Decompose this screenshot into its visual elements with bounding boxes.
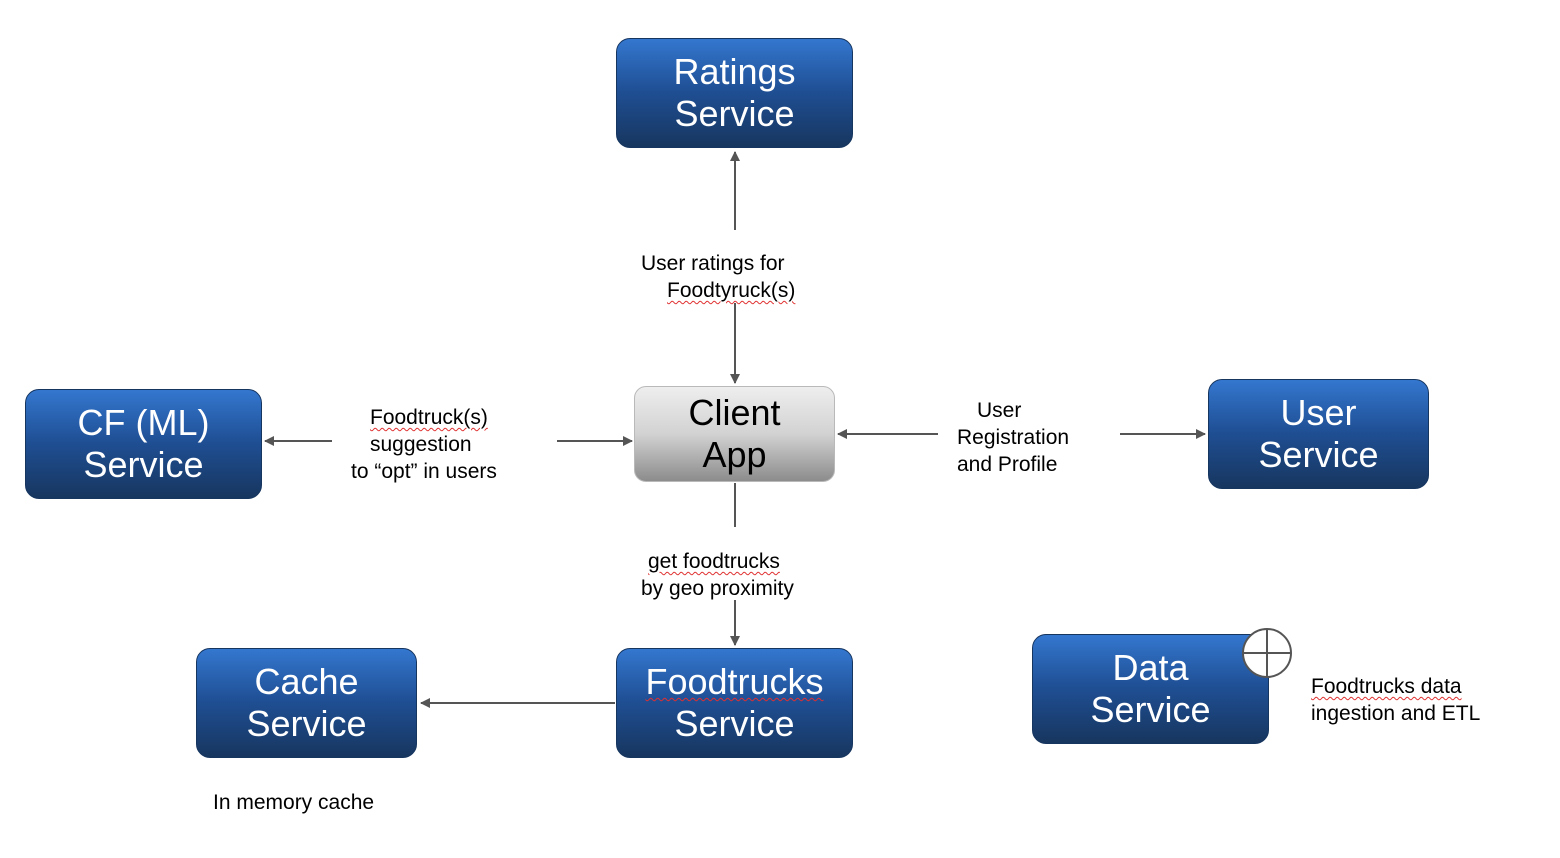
data-service-node[interactable]: Data Service: [1032, 634, 1269, 744]
crosshair-circle-icon: [1242, 628, 1292, 678]
data-annotation-line2: ingestion and ETL: [1311, 702, 1481, 725]
edge-label-foodtrucks-line1-text: get foodtrucks: [648, 550, 780, 573]
foodtrucks-service-node[interactable]: Foodtrucks Service: [616, 648, 853, 758]
ratings-service-line2: Service: [674, 93, 795, 134]
foodtrucks-service-line1: Foodtrucks: [645, 661, 824, 702]
client-app-node[interactable]: Client App: [634, 386, 835, 482]
edge-label-user-line3: and Profile: [957, 453, 1058, 476]
edge-label-ratings-line1: User ratings for: [641, 252, 785, 275]
edge-label-foodtrucks-line2: by geo proximity: [641, 577, 794, 600]
edge-label-cf-line3: to “opt” in users: [351, 460, 497, 483]
edge-label-ratings: User ratings for Foodtyruck(s): [641, 250, 795, 304]
edge-label-foodtrucks: get foodtrucks by geo proximity: [641, 548, 794, 602]
cache-service-line2: Service: [246, 703, 367, 744]
data-service-line1: Data: [1112, 647, 1189, 688]
ratings-service-node[interactable]: Ratings Service: [616, 38, 853, 148]
data-annotation-line1: Foodtrucks data: [1311, 675, 1462, 698]
cf-service-line1: CF (ML): [77, 402, 210, 443]
ratings-service-line1: Ratings: [673, 51, 796, 92]
data-annotation: Foodtrucks data ingestion and ETL: [1311, 673, 1480, 727]
edge-label-user: User Registration and Profile: [957, 397, 1069, 478]
edge-label-ratings-line2: Foodtyruck(s): [667, 279, 796, 302]
user-service-line2: Service: [1258, 434, 1379, 475]
cache-service-node[interactable]: Cache Service: [196, 648, 417, 758]
cf-ml-service-node[interactable]: CF (ML) Service: [25, 389, 262, 499]
edge-label-cf-line1: Foodtruck(s): [370, 406, 488, 429]
edge-label-user-line1: User: [977, 399, 1022, 422]
cache-service-line1: Cache: [254, 661, 359, 702]
client-app-line2: App: [702, 434, 767, 475]
edge-label-cf-line2: suggestion: [370, 433, 472, 456]
client-app-line1: Client: [688, 392, 781, 433]
edge-label-foodtrucks-line1: get foodtrucks: [641, 548, 794, 575]
edge-label-user-line2: Registration: [957, 426, 1070, 449]
cache-annotation: In memory cache: [213, 791, 375, 814]
user-service-node[interactable]: User Service: [1208, 379, 1429, 489]
data-service-line2: Service: [1090, 689, 1211, 730]
foodtrucks-service-line2: Service: [674, 703, 795, 744]
cf-service-line2: Service: [83, 444, 204, 485]
user-service-line1: User: [1280, 392, 1357, 433]
edge-label-cf: Foodtruck(s) suggestion to “opt” in user…: [351, 404, 497, 485]
